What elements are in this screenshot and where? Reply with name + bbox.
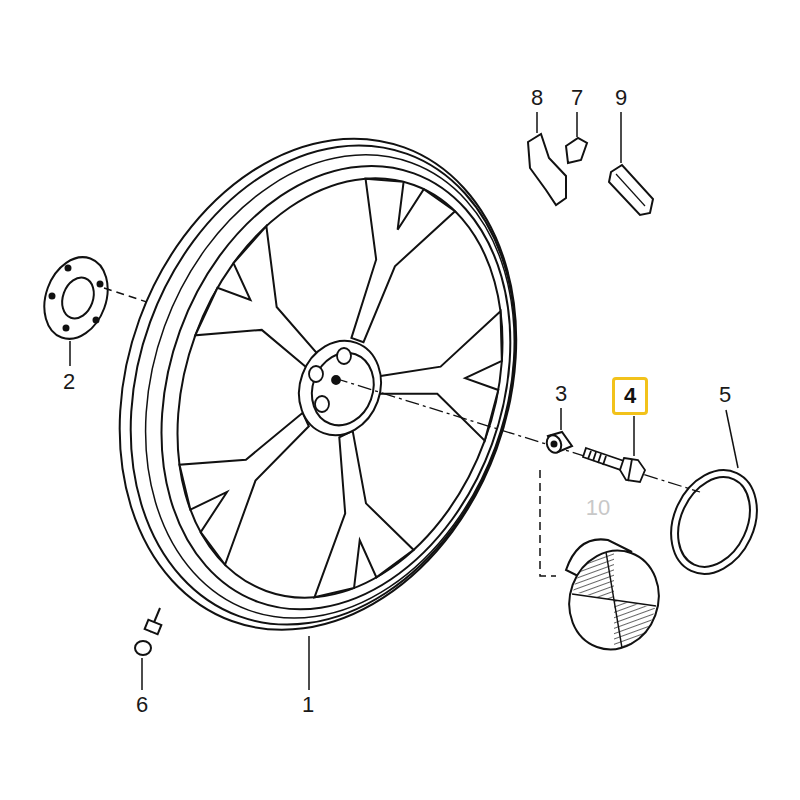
- callout-number: 7: [571, 87, 583, 109]
- spacer-nut: [544, 432, 572, 455]
- hub-cap: [556, 538, 673, 662]
- callout-number: 9: [615, 87, 627, 109]
- callout-number: 5: [719, 384, 731, 406]
- callout-number: 1: [302, 694, 314, 716]
- valve: [135, 608, 161, 655]
- spoke: [285, 427, 445, 623]
- balance-weights: [528, 134, 653, 215]
- assembly-line: [540, 470, 556, 576]
- callout-number: 2: [63, 371, 75, 393]
- spoke: [371, 280, 528, 441]
- spoke: [313, 169, 459, 356]
- leader-line: [560, 408, 562, 430]
- leader-line: [726, 410, 738, 468]
- leader-line: [633, 416, 635, 456]
- seal-ring: [655, 456, 773, 588]
- leader-line: [576, 112, 578, 137]
- highlight-box: 4: [612, 377, 648, 415]
- callout-number: 10: [586, 497, 610, 519]
- callout-number: 3: [555, 383, 567, 405]
- leader-line: [536, 112, 538, 133]
- leader-line: [620, 112, 622, 163]
- callout-number: 6: [136, 694, 148, 716]
- hub-holes: [309, 348, 351, 412]
- leader-line: [69, 341, 71, 366]
- brake-disc-ring: [33, 248, 118, 347]
- wheel-rim: [53, 82, 582, 686]
- spoke: [153, 379, 313, 575]
- leader-line: [308, 636, 310, 690]
- leader-line: [141, 658, 143, 690]
- axis-line: [334, 378, 700, 492]
- callout-number: 4: [624, 385, 636, 407]
- bolt: [583, 448, 645, 482]
- callout-number: 8: [531, 87, 543, 109]
